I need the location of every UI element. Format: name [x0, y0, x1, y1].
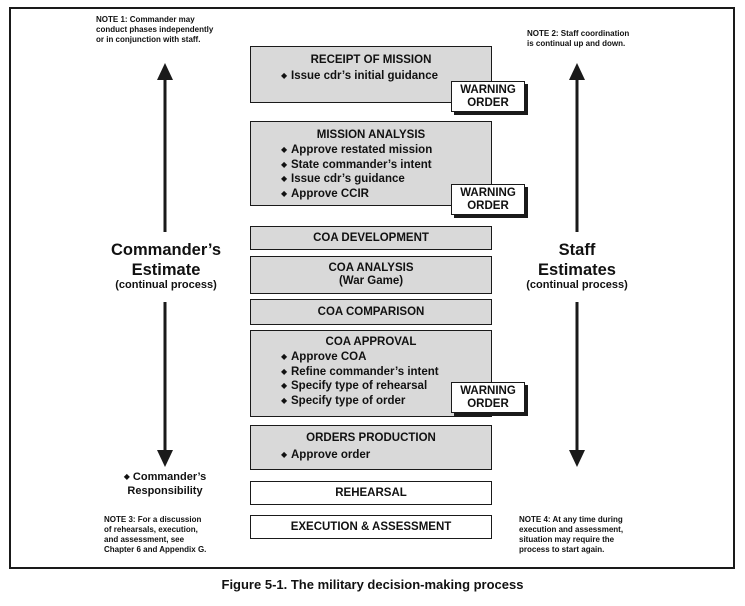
bullet-item: Refine commander’s intent	[251, 365, 491, 380]
staff-estimates-label: Staff Estimates	[538, 241, 616, 279]
warning-order-3: WARNING ORDER	[451, 382, 525, 413]
note-3: NOTE 3: For a discussion of rehearsals, …	[104, 515, 207, 554]
commanders-estimate-label: Commander’s Estimate	[110, 241, 222, 279]
warning-order-2: WARNING ORDER	[451, 184, 525, 215]
staff-arrow-down-head	[569, 450, 585, 467]
staff-estimates-subtitle: (continual process)	[526, 279, 628, 291]
step-orders-production: ORDERS PRODUCTION Approve order	[250, 425, 492, 470]
bullet-item: Issue cdr’s initial guidance	[251, 69, 441, 84]
figure-caption: Figure 5-1. The military decision-making…	[221, 577, 524, 592]
note-2: NOTE 2: Staff coordination is continual …	[527, 29, 630, 48]
bullet-item: State commander’s intent	[251, 158, 491, 173]
warning-order-1: WARNING ORDER	[451, 81, 525, 112]
step-execution-and-assessment: EXECUTION & ASSESSMENT	[250, 515, 492, 539]
commanders-estimate-subtitle: (continual process)	[115, 279, 217, 291]
step-coa-development: COA DEVELOPMENT	[250, 226, 492, 250]
commanders-responsibility: ◆ Commander’s Responsibility	[123, 471, 207, 497]
step-coa-comparison: COA COMPARISON	[250, 299, 492, 325]
bullet-item: Approve CCIR	[251, 187, 491, 202]
note-4: NOTE 4: At any time during execution and…	[519, 515, 624, 554]
bullet-item: Approve restated mission	[251, 143, 491, 158]
figure-frame	[9, 7, 735, 569]
bullet-item: Specify type of order	[251, 394, 491, 409]
step-coa-analysis: COA ANALYSIS (War Game)	[250, 256, 492, 294]
step-rehearsal: REHEARSAL	[250, 481, 492, 505]
bullet-item: Approve order	[251, 448, 491, 463]
commander-arrow-down-head	[157, 450, 173, 467]
bullet-item: Specify type of rehearsal	[251, 379, 491, 394]
bullet-item: Approve COA	[251, 350, 491, 365]
diamond-bullet-icon: ◆	[123, 472, 130, 481]
bullet-item: Issue cdr’s guidance	[251, 172, 491, 187]
staff-arrow-up-head	[569, 63, 585, 80]
commander-arrow-up-head	[157, 63, 173, 80]
note-1: NOTE 1: Commander may conduct phases ind…	[96, 15, 214, 44]
